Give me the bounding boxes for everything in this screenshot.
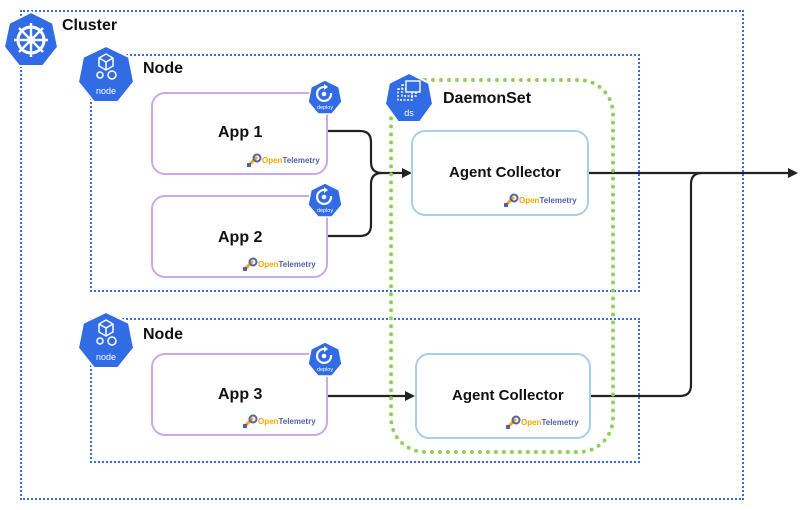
deploy-icon: deploy	[307, 182, 343, 218]
app-box-2	[151, 195, 328, 278]
otel-telemetry-text: Telemetry	[541, 417, 579, 427]
opentelemetry-icon	[504, 193, 519, 207]
opentelemetry-icon	[243, 414, 258, 428]
agent-collector-label-2: Agent Collector	[452, 387, 564, 404]
opentelemetry-icon	[243, 257, 258, 271]
otel-telemetry-text: Telemetry	[282, 155, 320, 165]
daemonset-icon: ds	[384, 72, 434, 123]
deploy-icon: deploy	[307, 341, 343, 377]
otel-open-text: Open	[262, 155, 283, 165]
daemonset-boundary	[389, 78, 615, 454]
agent-collector-label-1: Agent Collector	[449, 164, 561, 181]
agent-collector-box-2	[415, 353, 591, 439]
app1-to-agent1-connector	[326, 129, 412, 178]
opentelemetry-icon	[506, 415, 521, 429]
node-boundary-1	[90, 54, 640, 292]
otel-open-text: Open	[258, 259, 279, 269]
otel-open-text: Open	[519, 195, 540, 205]
node-icon-text: node	[96, 86, 116, 96]
otel-open-text: Open	[521, 417, 542, 427]
opentelemetry-icon	[247, 153, 262, 167]
app2-to-agent1-connector	[326, 171, 383, 238]
app-box-3	[151, 353, 328, 436]
app-label-3: App 3	[218, 386, 263, 403]
app-label-2: App 2	[218, 229, 263, 246]
deploy-icon-text: deploy	[317, 105, 333, 111]
cluster-label: Cluster	[62, 17, 118, 34]
otel-telemetry-text: Telemetry	[539, 195, 577, 205]
node-icon: node	[76, 44, 136, 103]
node-icon: node	[76, 310, 136, 369]
kubernetes-helm-icon	[2, 10, 60, 67]
deploy-icon-text: deploy	[317, 367, 333, 373]
deploy-icon-text: deploy	[317, 208, 333, 214]
daemonset-icon-text: ds	[404, 108, 414, 118]
node-boundary-2	[90, 318, 640, 463]
agent-collector-box-1	[411, 130, 589, 216]
otel-telemetry-text: Telemetry	[278, 416, 316, 426]
agent2-export-connector	[591, 171, 703, 398]
daemonset-label: DaemonSet	[443, 90, 532, 107]
node-label-2: Node	[143, 326, 183, 343]
deploy-icon: deploy	[307, 79, 343, 115]
node-icon-text: node	[96, 352, 116, 362]
cluster-boundary	[20, 10, 744, 500]
node-label-1: Node	[143, 60, 183, 77]
otel-open-text: Open	[258, 416, 279, 426]
otel-telemetry-text: Telemetry	[278, 259, 316, 269]
app-label-1: App 1	[218, 124, 263, 141]
app-box-1	[151, 92, 328, 175]
